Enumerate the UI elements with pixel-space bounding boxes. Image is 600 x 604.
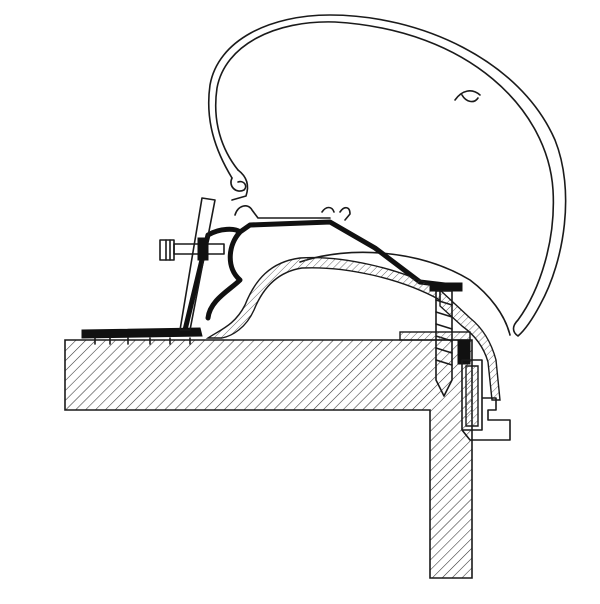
roof-edge-trim	[439, 288, 501, 401]
bracket-mounting-plate	[179, 197, 216, 331]
sealing-strip	[399, 331, 471, 341]
bracket-foot-ribs	[94, 337, 191, 345]
roof-wall-structure	[64, 339, 473, 579]
spacer-block	[457, 339, 471, 365]
adapter-bracket	[182, 219, 461, 333]
bolt-icon	[159, 237, 225, 261]
sidewall-end-profile	[461, 359, 511, 441]
awning-lower-profile	[299, 251, 511, 336]
sidewall-end-profile-hatch	[465, 365, 479, 427]
awning-case-lower-hook	[230, 169, 249, 201]
screw-icon	[429, 282, 463, 397]
awning-case-shell	[207, 14, 567, 337]
bracket-foot	[81, 327, 203, 339]
bracket-top-hook	[234, 205, 351, 221]
awning-case-inner-groove	[454, 90, 481, 103]
